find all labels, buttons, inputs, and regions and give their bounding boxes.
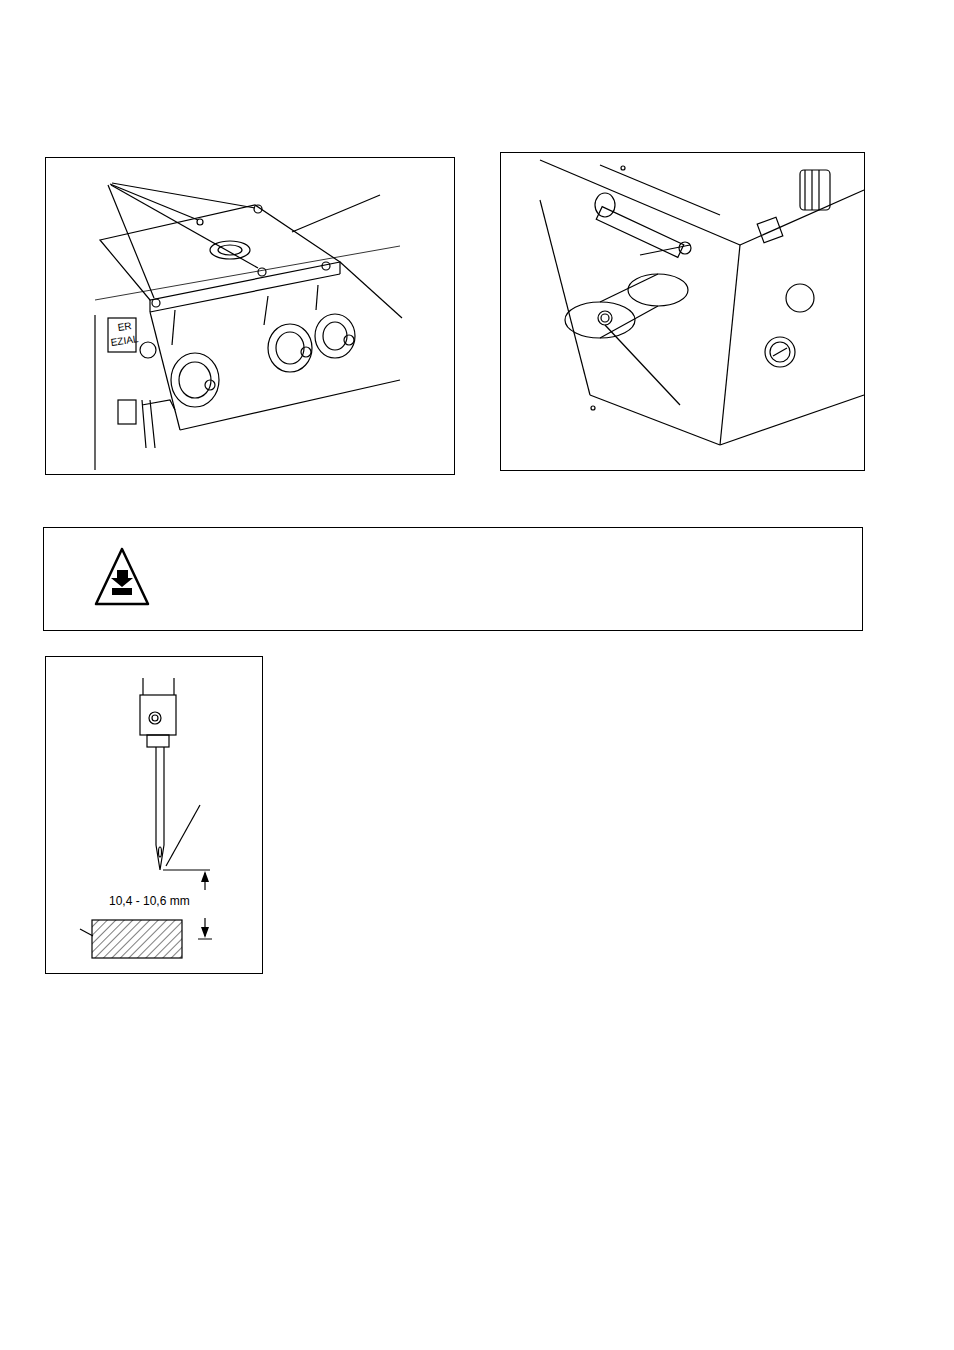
figure-frame <box>46 158 455 475</box>
dimension-label: 10,4 - 10,6 mm <box>108 895 191 908</box>
warning-frame <box>44 528 863 631</box>
figure-frame <box>46 657 263 974</box>
panel-marking: ER <box>117 320 132 333</box>
dimension-line <box>198 939 212 940</box>
cover-plate-figure <box>95 183 402 470</box>
arrowhead <box>201 871 209 882</box>
mechanism-figure <box>540 160 864 445</box>
needle-figure <box>80 678 210 936</box>
figure-frame <box>501 153 865 471</box>
throat-plate <box>92 920 182 958</box>
warning-icon <box>96 549 148 604</box>
panel-marking: EZIAL <box>110 333 139 348</box>
arrowhead <box>201 927 209 938</box>
